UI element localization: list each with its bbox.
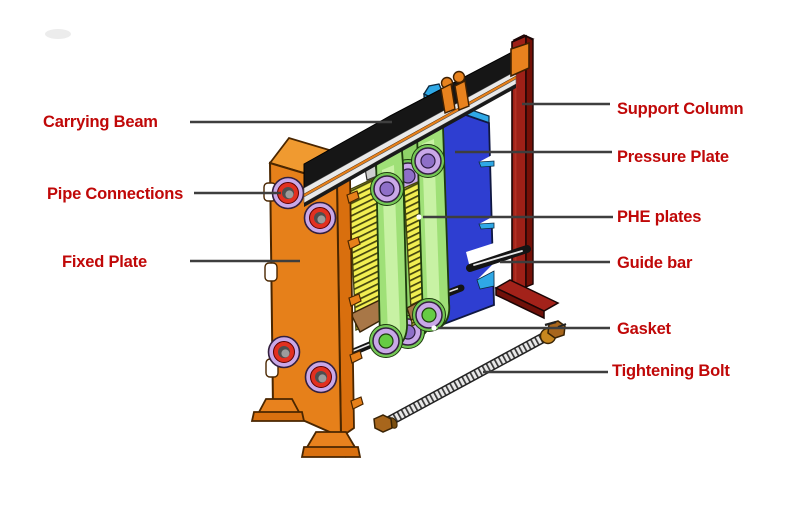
pressure-plate-corner-wedge	[476, 270, 495, 290]
label-tightening-bolt: Tightening Bolt	[612, 362, 730, 380]
label-phe-plates: PHE plates	[617, 208, 701, 226]
pressure-plate-notch-edge	[478, 222, 495, 230]
label-guide-bar: Guide bar	[617, 254, 693, 272]
foot-base	[300, 446, 362, 458]
roller	[452, 70, 466, 84]
plate-slot	[264, 262, 278, 282]
support-column	[494, 34, 560, 320]
foot-base	[250, 411, 306, 422]
bolt-nut-left	[373, 414, 393, 433]
leader-tip-dot	[431, 325, 437, 331]
clip-tab	[349, 350, 363, 364]
label-support-column: Support Column	[617, 100, 744, 118]
phe-plate-pack	[340, 114, 451, 360]
roller-bracket	[440, 70, 470, 114]
clip-tab	[347, 236, 361, 250]
clip-tab	[348, 293, 362, 307]
gasket-port-bottom	[368, 323, 404, 359]
guide-bar-notch	[466, 243, 494, 268]
carrying-beam-bottom-edge	[304, 84, 516, 207]
scan-smudge	[45, 29, 71, 39]
labels: Carrying Beam Pipe Connections Fixed Pla…	[43, 100, 744, 380]
pressure-plate-corner-notch	[477, 263, 494, 280]
gasket-port-bottom	[411, 297, 447, 333]
label-fixed-plate: Fixed Plate	[62, 253, 147, 271]
tightening-bolt	[373, 320, 567, 433]
fixed-plate-feet	[250, 398, 362, 458]
gasket-port-top	[410, 143, 446, 179]
clip-tab	[350, 396, 364, 410]
leader-lines	[190, 102, 613, 374]
gasket-plate-highlight	[382, 165, 400, 335]
guide-bar-highlight	[473, 250, 523, 266]
gasket-plate-highlight	[422, 139, 440, 317]
bolt-tip-ridge	[557, 323, 567, 328]
leader-tip-dot	[416, 214, 422, 220]
bracket-strap	[454, 79, 470, 111]
support-column-foot-front	[495, 286, 545, 320]
carrying-beam-end-cap	[510, 41, 530, 78]
label-pressure-plate: Pressure Plate	[617, 148, 729, 166]
label-carrying-beam: Carrying Beam	[43, 113, 158, 131]
bracket-strap	[440, 82, 456, 114]
pressure-plate-notch-edge	[478, 160, 495, 168]
label-gasket: Gasket	[617, 320, 672, 338]
bolt-tip-ridge	[544, 320, 557, 327]
support-column-side-face	[525, 34, 534, 289]
label-pipe-connections: Pipe Connections	[47, 185, 183, 203]
clip-tab	[346, 190, 360, 204]
pressure-plate-notch	[479, 154, 494, 162]
gasket-port-top	[369, 171, 405, 207]
pipe-connection-port	[303, 201, 337, 235]
pipe-connection-port	[304, 360, 338, 394]
pipe-connection-port	[267, 335, 301, 369]
